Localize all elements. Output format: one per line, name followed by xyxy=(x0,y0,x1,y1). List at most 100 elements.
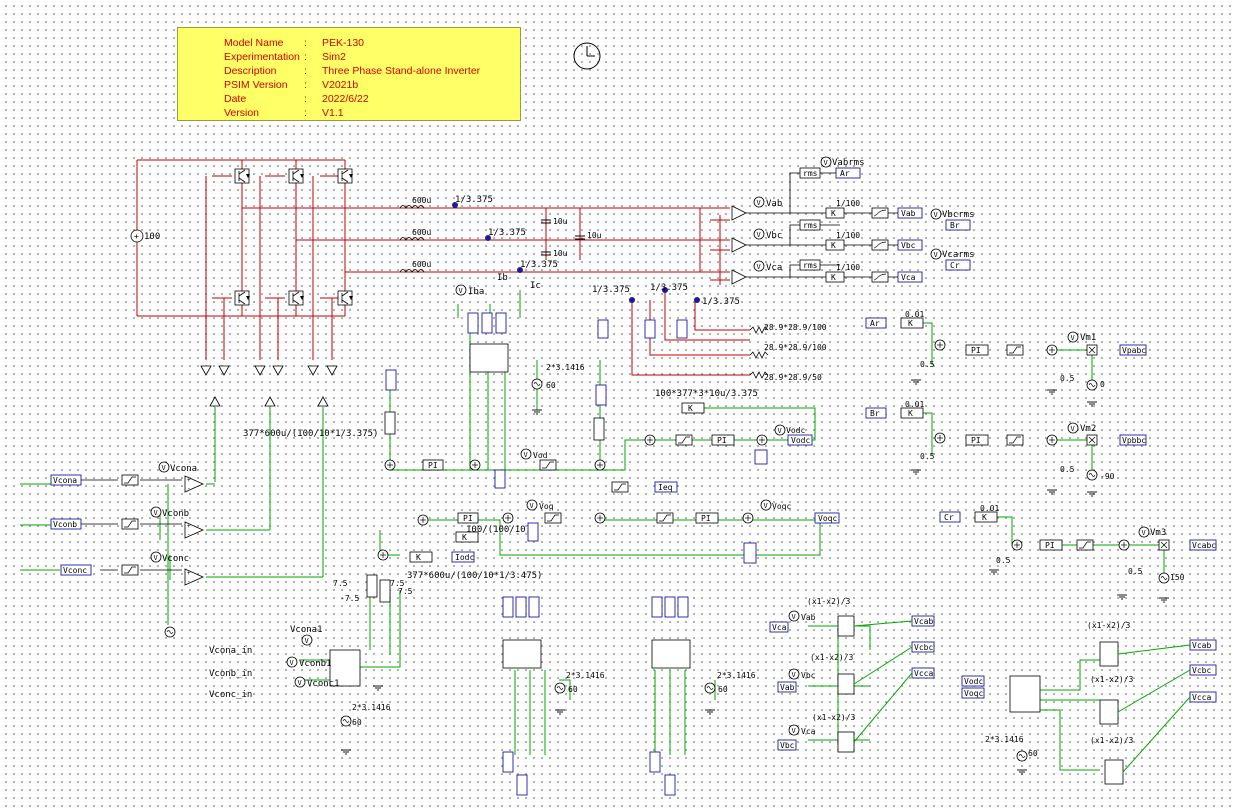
tag-text: Vcab xyxy=(1192,641,1211,650)
gain-value: 0.01 xyxy=(980,504,999,513)
expr-label: (x1-x2)/3 xyxy=(1090,675,1134,684)
probe-label: Vabrms xyxy=(832,158,865,168)
dc-source-value: 100 xyxy=(144,232,160,242)
k-label: K xyxy=(908,319,913,328)
expr-label: (x1-x2)/3 xyxy=(812,713,856,722)
limiter-block xyxy=(121,474,139,576)
probe-label: Vbc xyxy=(766,231,782,241)
phase-value: -90 xyxy=(1100,472,1115,481)
probe-label: Vca xyxy=(766,263,782,273)
gain-value: 1/100 xyxy=(836,263,860,272)
ct-gain-label: 1/3.375 xyxy=(592,285,630,295)
probe-label: Ib xyxy=(497,273,508,283)
tag-text: Vconc xyxy=(63,566,87,575)
freq-label: 60 xyxy=(568,685,578,694)
carrier-source-icon xyxy=(164,626,176,638)
freq-label: 60 xyxy=(718,685,728,694)
k-label: K xyxy=(831,209,836,218)
tag-text: Ar xyxy=(870,319,880,328)
freq-label: 60 xyxy=(546,381,556,390)
tag-text: Vcab xyxy=(914,617,933,626)
tag-text: Vab xyxy=(901,209,916,218)
ct-gain-label: 1/3.375 xyxy=(702,297,740,307)
tag-text: Ieq xyxy=(658,483,673,492)
input-label: Vconb_in xyxy=(209,669,252,679)
omega-label: 2*3.1416 xyxy=(352,703,391,712)
capacitor-value: 10u xyxy=(553,217,568,226)
label-tag xyxy=(451,317,1217,751)
gain-value: 1/100 xyxy=(836,199,860,208)
diff-amp xyxy=(731,205,747,285)
abc-dq-transform xyxy=(329,343,1041,713)
rms-label: rms xyxy=(803,169,818,178)
ct-gain-label: 1/3.375 xyxy=(488,228,526,238)
probe-label: Vcarms xyxy=(942,250,975,260)
multiplier-icon xyxy=(1086,344,1170,551)
igbt-switch xyxy=(234,168,354,306)
probe-label: Vm1 xyxy=(1080,333,1096,343)
expr-label: (x1-x2)/3 xyxy=(807,597,851,606)
omega-label: 2*3.1416 xyxy=(985,735,1024,744)
pi-label: PI xyxy=(971,346,981,355)
gain-value: 100*377*3*10u/3.375 xyxy=(655,389,758,399)
tag-text: Ar xyxy=(840,169,850,178)
ac-source-icon xyxy=(340,378,1170,762)
pi-block xyxy=(422,344,1063,551)
tag-text: Voqc xyxy=(964,689,983,698)
pi-label: PI xyxy=(463,514,473,523)
tag-text: Cr xyxy=(944,513,954,522)
tag-text: Vab xyxy=(780,683,795,692)
probe-label: Vm2 xyxy=(1080,424,1096,434)
omega-label: 2*3.1416 xyxy=(546,363,585,372)
resistor-value: 28.9*28.9/100 xyxy=(764,343,827,352)
k-label: K xyxy=(982,513,987,522)
comparator xyxy=(184,475,204,586)
limit-value: 7.5 xyxy=(333,579,348,588)
inductor-value: 600u xyxy=(412,196,431,205)
probe-label: Iba xyxy=(468,287,484,297)
inductor-value: 600u xyxy=(412,228,431,237)
model-info-box: Model Name:PEK-130 Experimentation:Sim2 … xyxy=(177,27,521,121)
input-label: Vcona_in xyxy=(209,646,252,656)
tag-text: Vpabc xyxy=(1122,346,1146,355)
tag-text: Vcca xyxy=(914,669,933,678)
omega-label: 2*3.1416 xyxy=(717,671,756,680)
tag-text: Vcabc xyxy=(1192,541,1216,550)
probe-label: Vconb1 xyxy=(299,659,332,669)
tag-text: Vca xyxy=(901,273,916,282)
label-tag xyxy=(50,474,92,576)
tag-text: Vcbc xyxy=(1192,666,1211,675)
probe-label: Vbc xyxy=(801,671,816,680)
ct-gain-label: 1/3.375 xyxy=(650,283,688,293)
k-label: K xyxy=(688,404,693,413)
gate-buffer xyxy=(200,365,338,407)
input-label: Vconc_in xyxy=(209,690,252,700)
tag-text: Voqc xyxy=(818,514,837,523)
probe-label: Vcona1 xyxy=(290,625,323,635)
phase-value: 150 xyxy=(1170,573,1185,582)
tag-text: Vca xyxy=(772,623,787,632)
gain-value: 377*600u/(100/10*1/3.475) xyxy=(407,571,542,581)
inductor xyxy=(399,205,425,273)
resistor-value: 28.9*28.9/50 xyxy=(764,373,822,382)
freq-label: 60 xyxy=(1028,749,1038,758)
ct-gain-label: 1/3.375 xyxy=(520,260,558,270)
gain-value: 100/(100/10) xyxy=(466,525,531,535)
probe-label: Vod xyxy=(533,451,548,460)
probe-label: Voqc xyxy=(772,502,791,511)
tag-text: Br xyxy=(870,409,880,418)
clock-icon xyxy=(573,42,601,70)
current-sensor xyxy=(452,202,700,303)
probe-label: Vodc xyxy=(786,426,805,435)
probe-label: Vconc xyxy=(162,554,189,564)
sensor-block xyxy=(385,312,768,796)
probe-label: Voq xyxy=(539,502,554,511)
probe-label: Vm3 xyxy=(1150,528,1166,538)
gain-value: 0.01 xyxy=(905,400,924,409)
tag-text: Vbc xyxy=(901,241,916,250)
resistor-value: 28.9*28.9/100 xyxy=(764,323,827,332)
tag-text: Vbc xyxy=(780,741,795,750)
expr-label: (x1-x2)/3 xyxy=(1090,736,1134,745)
